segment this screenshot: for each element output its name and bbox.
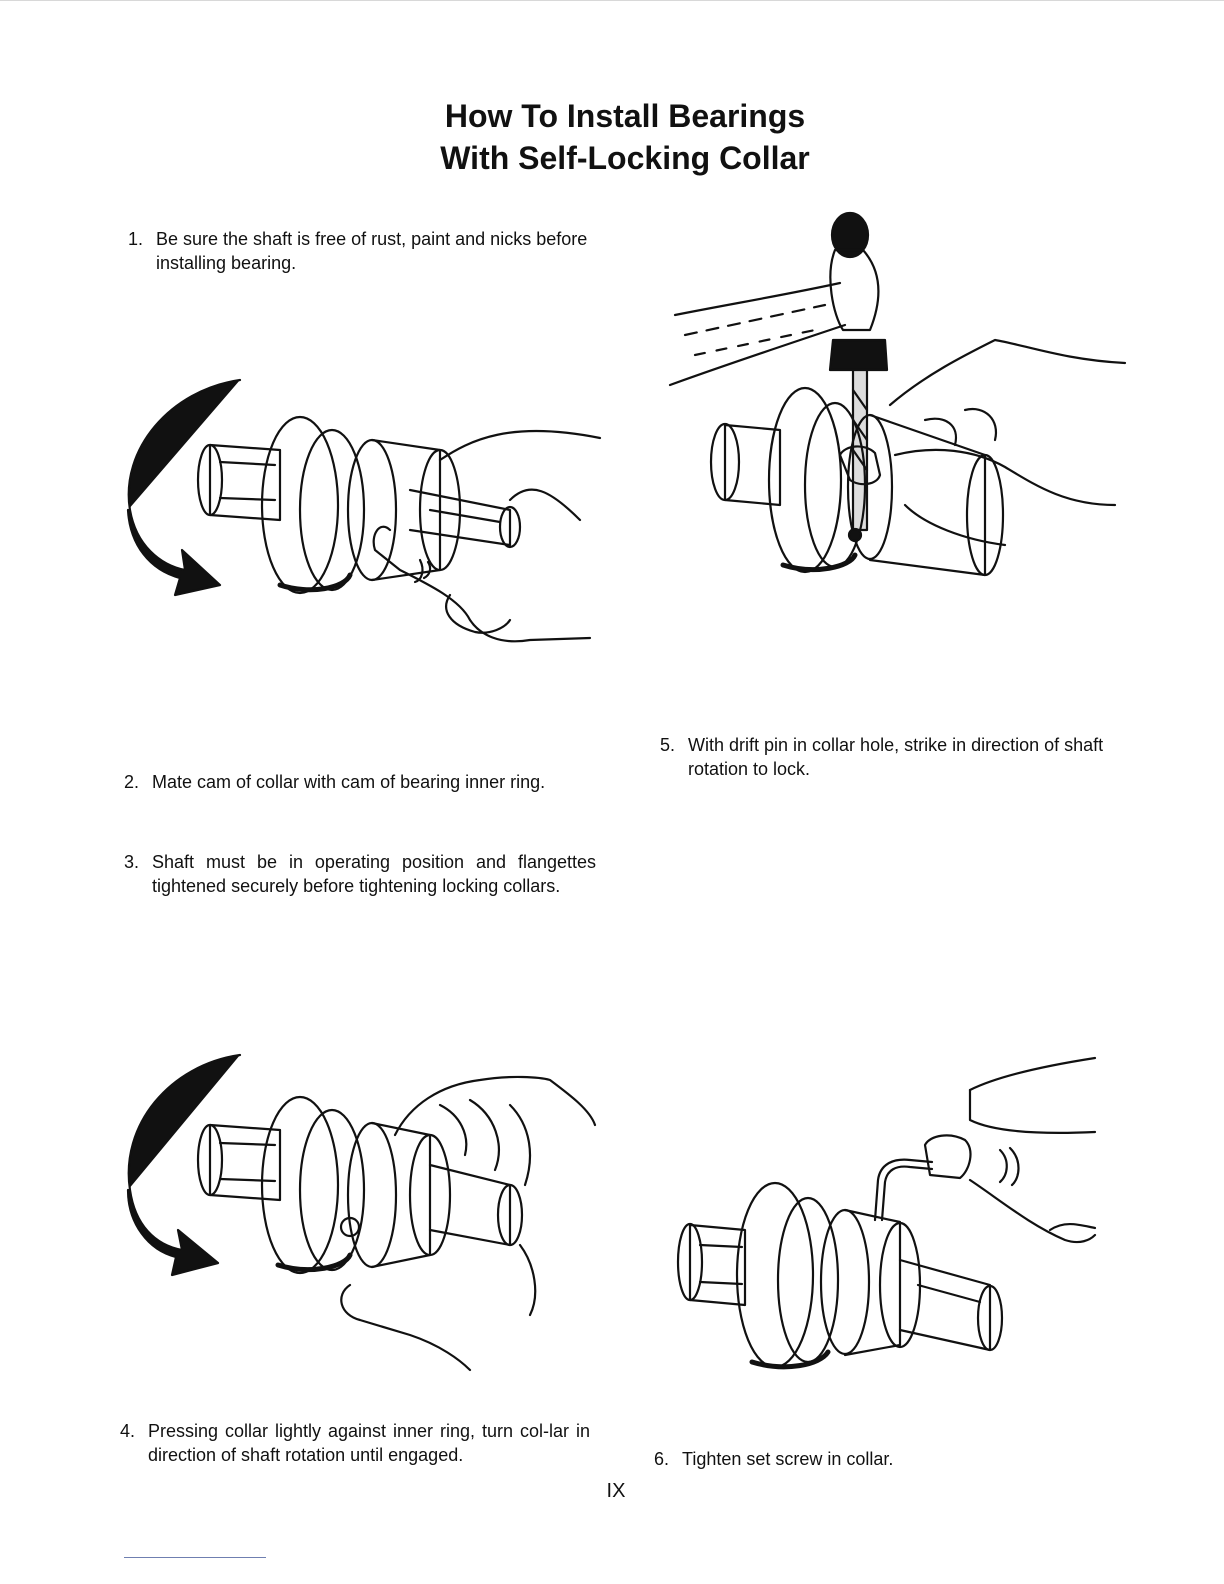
step-4-number: 4. — [120, 1421, 136, 1441]
step-2-text: Mate cam of collar with cam of bearing i… — [152, 772, 546, 792]
step-1-text: Be sure the shaft is free of rust, paint… — [156, 229, 588, 273]
top-rule — [0, 0, 1224, 1]
bottom-rule — [124, 1557, 266, 1558]
step-1: 1. Be sure the shaft is free of rust, pa… — [128, 227, 608, 275]
rotation-arrow-icon — [126, 378, 242, 597]
hammer-head-icon — [830, 211, 870, 259]
step-2-number: 2. — [124, 772, 140, 792]
figure-mate-cam-illustration — [126, 378, 602, 643]
step-5-text: With drift pin in collar hole, strike in… — [688, 735, 1104, 779]
figure-turn-collar-illustration — [126, 1053, 597, 1372]
step-1-number: 1. — [128, 229, 144, 249]
step-4-text: Pressing collar lightly against inner ri… — [148, 1421, 590, 1465]
figure-drift-pin-illustration — [668, 211, 1127, 577]
step-6-number: 6. — [654, 1449, 670, 1469]
hex-key-icon — [873, 1158, 934, 1222]
page-number: IX — [606, 1480, 626, 1502]
step-3-number: 3. — [124, 852, 140, 872]
step-4: 4. Pressing collar lightly against inner… — [120, 1419, 590, 1467]
page-title-line-2: With Self-Locking Collar — [440, 140, 810, 176]
set-screw-icon — [339, 1216, 361, 1238]
page-title-line-1: How To Install Bearings — [444, 98, 806, 134]
step-3-text: Shaft must be in operating position and … — [152, 852, 596, 896]
rotation-arrow-icon — [126, 1053, 242, 1277]
figure-set-screw-illustration — [676, 1056, 1097, 1370]
step-5-number: 5. — [660, 735, 676, 755]
step-6-text: Tighten set screw in collar. — [682, 1449, 894, 1469]
step-5: 5. With drift pin in collar hole, strike… — [660, 733, 1130, 781]
step-2: 2. Mate cam of collar with cam of bearin… — [124, 770, 604, 794]
step-3: 3. Shaft must be in operating position a… — [124, 850, 596, 898]
step-6: 6. Tighten set screw in collar. — [654, 1447, 1124, 1471]
